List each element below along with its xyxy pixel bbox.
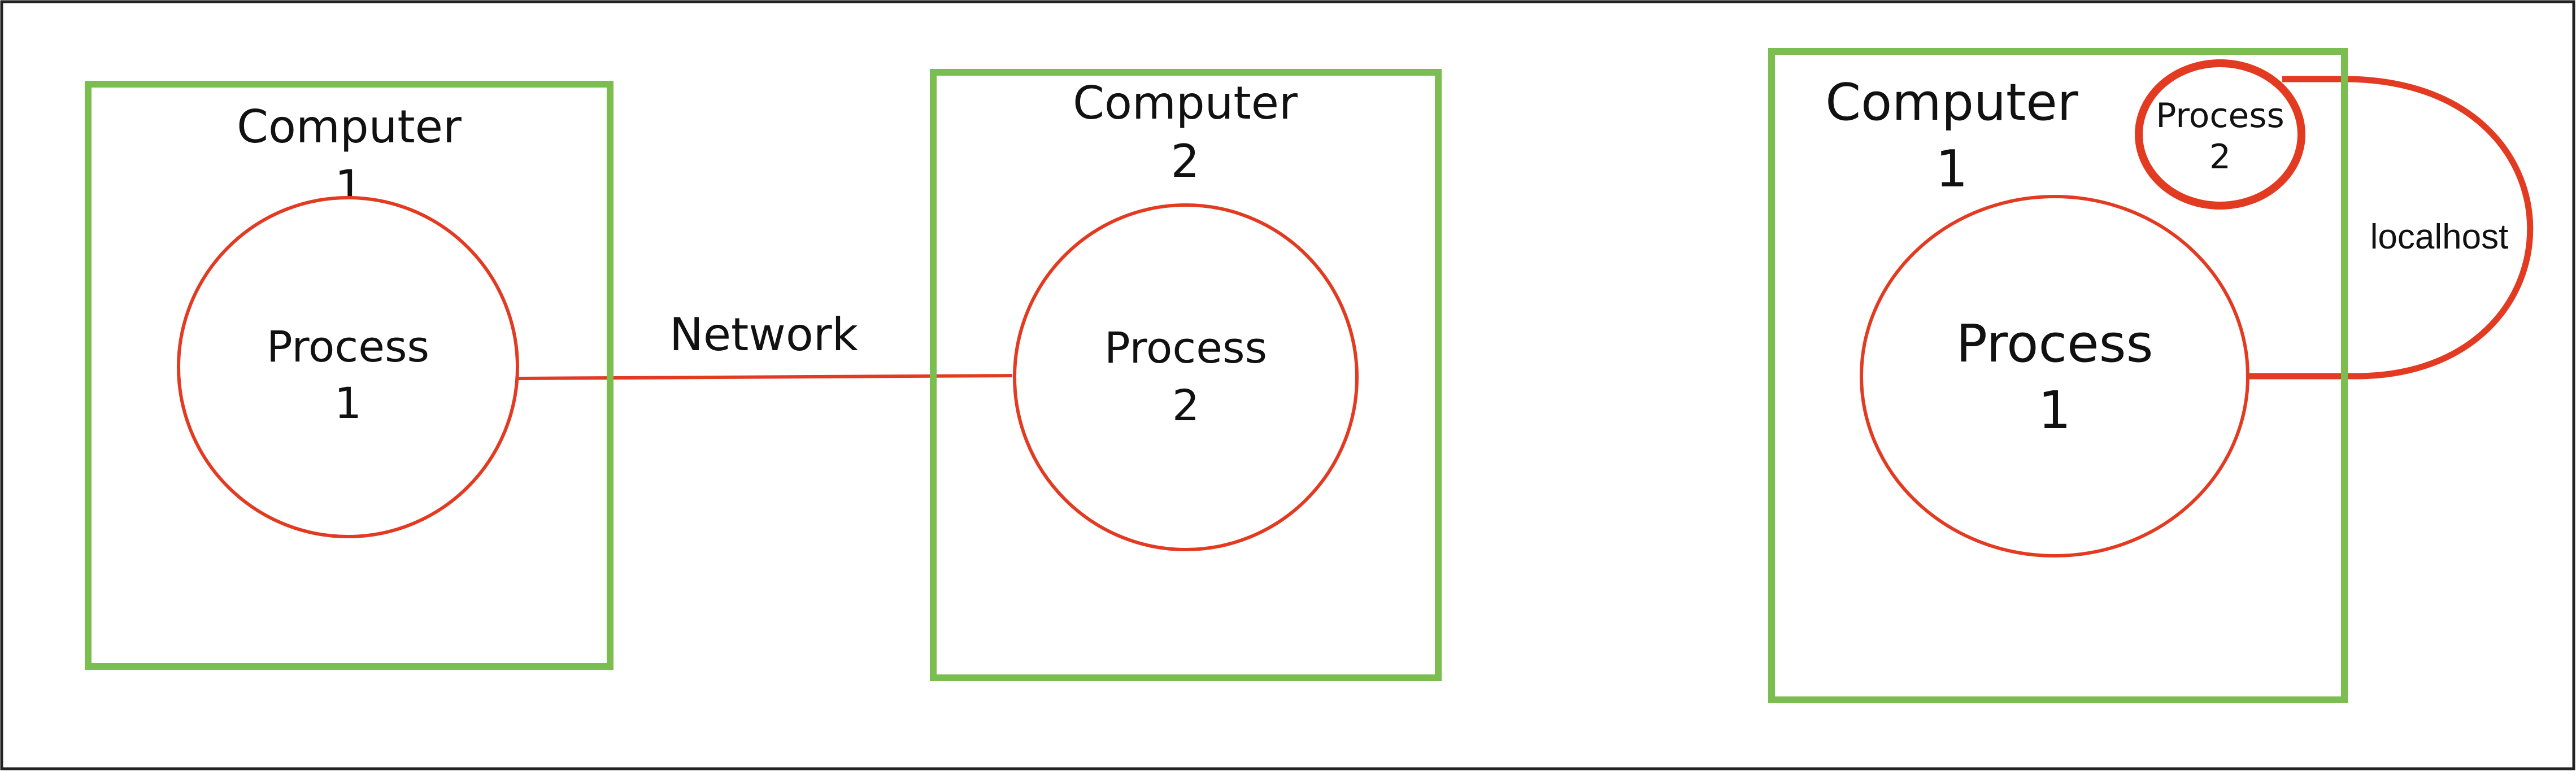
process-1-right-label-line2: 1 bbox=[2038, 380, 2072, 441]
network-label: Network bbox=[669, 308, 859, 361]
process-2-circle bbox=[1013, 203, 1359, 551]
process-2-right-circle bbox=[2135, 59, 2305, 210]
process-2-right-label-line1: Process bbox=[2156, 96, 2285, 136]
computer-1-label-line1: Computer bbox=[237, 101, 462, 153]
computer-1-right-label-line1: Computer bbox=[1825, 73, 2078, 132]
localhost-connection-path bbox=[2247, 76, 2534, 380]
process-2-label-line1: Process bbox=[1104, 323, 1267, 373]
computer-2-box bbox=[930, 69, 1442, 681]
process-1-circle bbox=[177, 196, 519, 538]
process-1-right-label-line1: Process bbox=[1956, 313, 2153, 374]
computer-1-right-box bbox=[1768, 48, 2348, 703]
process-1-label-line1: Process bbox=[267, 321, 429, 372]
computer-2-label-line2: 2 bbox=[1171, 135, 1200, 188]
computer-1-box bbox=[85, 81, 613, 670]
process-1-label-line2: 1 bbox=[334, 378, 362, 428]
process-2-right-label-line2: 2 bbox=[2209, 137, 2231, 177]
left-scenario: Computer 1 Process 1 Network Computer 2 … bbox=[85, 69, 1442, 681]
network-connection-line bbox=[517, 374, 1013, 380]
process-1-right-circle bbox=[1860, 195, 2249, 557]
computer-1-right-label-line2: 1 bbox=[1935, 140, 1968, 199]
right-scenario: Computer 1 Process 1 Process 2 localhost bbox=[1768, 48, 2534, 703]
computer-2-label-line1: Computer bbox=[1073, 77, 1298, 129]
process-2-label-line2: 2 bbox=[1172, 380, 1199, 430]
localhost-label: localhost bbox=[2370, 217, 2509, 256]
